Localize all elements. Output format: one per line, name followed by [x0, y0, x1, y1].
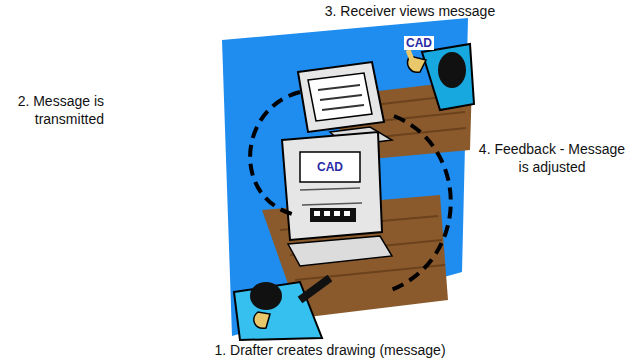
transmit-path [250, 92, 300, 214]
drafter-computer [282, 132, 392, 266]
receiver-person [408, 44, 474, 110]
screen-label: CAD [404, 36, 434, 50]
feedback-path [386, 116, 451, 292]
drafter-person [234, 278, 330, 340]
step-label: 2. Message is transmitted [2, 92, 104, 128]
step-label: 4. Feedback - Message is adjusted [472, 140, 632, 176]
screen-label: CAD [315, 160, 345, 174]
step-label: 3. Receiver views message [300, 2, 520, 20]
step-label: 1. Drafter creates drawing (message) [170, 341, 490, 359]
